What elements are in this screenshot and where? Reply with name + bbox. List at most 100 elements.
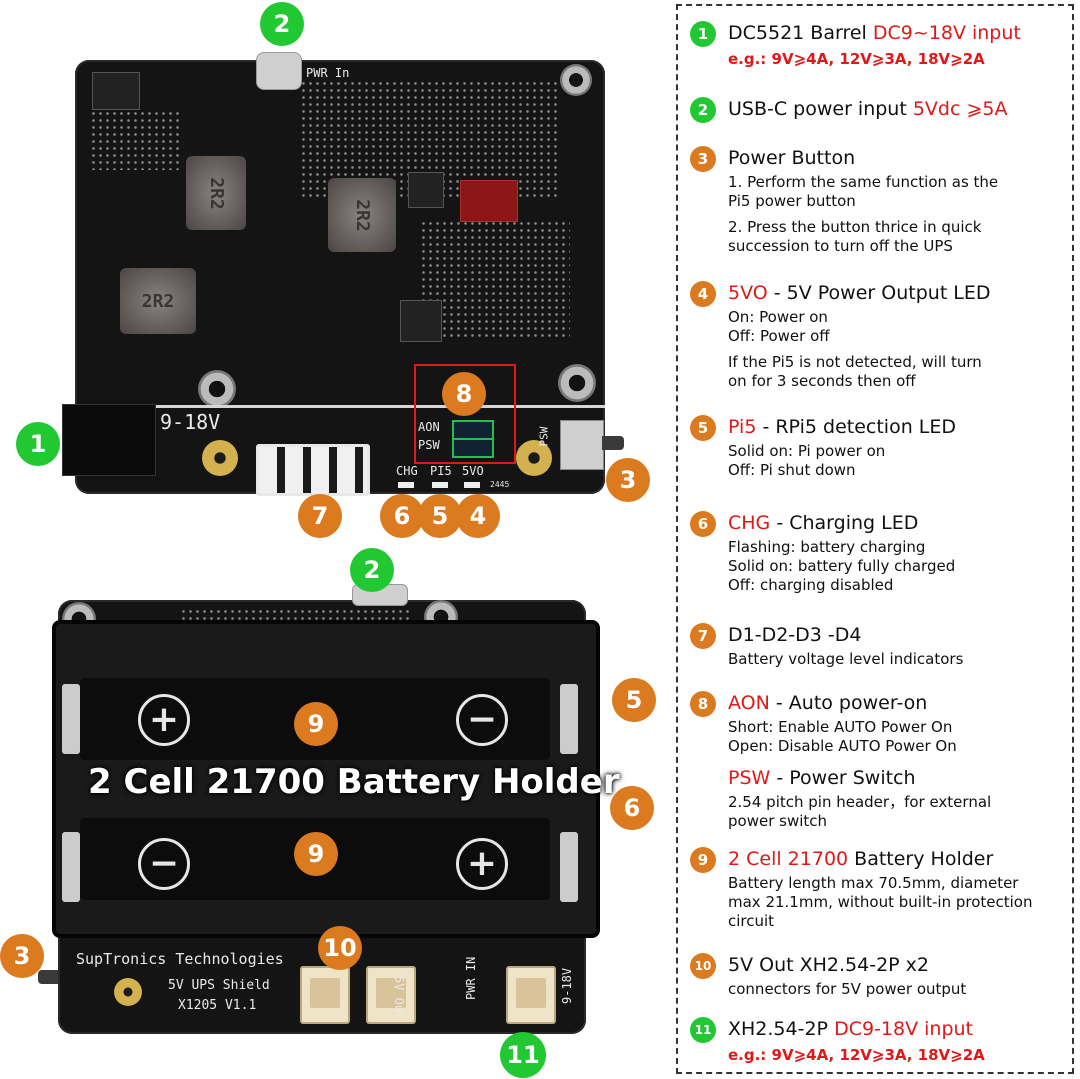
chg-silk: CHG xyxy=(396,464,418,478)
callout-3: 3 xyxy=(606,458,650,502)
callout-11: 11 xyxy=(500,1032,546,1078)
legend-item-7: 7 D1-D2-D3 -D4 Battery voltage level ind… xyxy=(690,620,1075,669)
callout-3-bottom: 3 xyxy=(0,934,44,978)
legend-item-4: 4 5VO - 5V Power Output LED On: Power on… xyxy=(690,278,1075,391)
model-silk: 5V UPS Shield xyxy=(168,978,270,993)
legend-title: AON - Auto power-on xyxy=(728,688,1075,718)
legend-line: circuit xyxy=(728,912,775,930)
callout-9-top: 9 xyxy=(294,702,338,746)
title-text: XH2.54-2P xyxy=(728,1018,835,1040)
legend-num: 9 xyxy=(690,847,716,873)
via-pattern xyxy=(420,220,570,340)
title-highlight: CHG xyxy=(728,512,771,534)
board-edge-strip xyxy=(75,405,605,408)
inductor-label: 2R2 xyxy=(141,290,175,312)
title-text: USB-C power input xyxy=(728,98,913,120)
5v-out-connector-2 xyxy=(366,966,416,1024)
mounting-hole xyxy=(198,370,236,408)
legend-panel xyxy=(676,4,1074,1074)
callout-6: 6 xyxy=(380,494,424,538)
legend-title: USB-C power input 5Vdc ⩾5A xyxy=(728,94,1075,124)
callout-9-bottom: 9 xyxy=(294,832,338,876)
legend-title: Power Button xyxy=(728,147,856,169)
power-button-body xyxy=(560,420,604,470)
5vo-silk: 5VO xyxy=(462,464,484,478)
legend-line: If the Pi5 is not detected, will turn xyxy=(728,353,982,371)
title-text: - Charging LED xyxy=(770,512,919,534)
legend-line: Flashing: battery charging xyxy=(728,538,926,556)
ic-chip xyxy=(400,300,442,342)
inductor-label: 2R2 xyxy=(205,176,227,210)
plus-symbol: + xyxy=(466,843,498,884)
gold-pad xyxy=(516,440,552,476)
plus-symbol: + xyxy=(148,699,180,740)
dc-range-silk: 9-18V xyxy=(160,410,221,434)
legend-line: On: Power on xyxy=(728,308,828,326)
pwr-in-silk: PWR IN xyxy=(464,956,478,1000)
dc-input-connector xyxy=(506,966,556,1024)
legend-item-6: 6 CHG - Charging LED Flashing: battery c… xyxy=(690,508,1075,595)
callout-5: 5 xyxy=(418,494,462,538)
callout-7: 7 xyxy=(298,494,342,538)
5v-out-silk: 5V Out xyxy=(392,976,406,1020)
title-text: Battery Holder xyxy=(848,848,994,870)
legend-line: max 21.1mm, without built-in protection xyxy=(728,893,1033,911)
legend-line: Off: Pi shut down xyxy=(728,461,856,479)
callout-4: 4 xyxy=(456,494,500,538)
battery-contact xyxy=(560,684,578,754)
title-highlight: Pi5 xyxy=(728,416,757,438)
gold-pad xyxy=(202,440,238,476)
callout-2: 2 xyxy=(260,2,304,46)
aon-silk: AON xyxy=(418,420,440,434)
via-pattern xyxy=(90,110,180,170)
legend-num: 1 xyxy=(690,21,716,47)
legend-line: Battery length max 70.5mm, diameter xyxy=(728,874,1019,892)
power-button-cap xyxy=(38,970,58,984)
legend-num: 11 xyxy=(690,1017,716,1043)
legend-line: Solid on: Pi power on xyxy=(728,442,886,460)
legend-item-2: 2 USB-C power input 5Vdc ⩾5A xyxy=(690,94,1075,124)
plus-terminal-icon: + xyxy=(138,694,190,746)
inductor: 2R2 xyxy=(120,268,196,334)
legend-num: 4 xyxy=(690,281,716,307)
battery-contact xyxy=(560,832,578,902)
mounting-hole xyxy=(560,64,592,96)
usb-c-port xyxy=(256,52,302,90)
plus-terminal-icon: + xyxy=(456,838,508,890)
legend-line: Pi5 power button xyxy=(728,192,856,210)
title-highlight: AON xyxy=(728,692,770,714)
legend-title: DC5521 Barrel DC9~18V input xyxy=(728,18,1075,48)
power-button-cap xyxy=(602,436,624,450)
title-text: DC5521 Barrel xyxy=(728,22,873,44)
legend-line: 2. Press the button thrice in quick xyxy=(728,218,982,236)
battery-holder-title: 2 Cell 21700 Battery Holder xyxy=(88,762,620,802)
battery-level-leds xyxy=(256,444,370,496)
title-highlight: 5Vdc ⩾5A xyxy=(912,98,1008,120)
pi5-silk: PI5 xyxy=(430,464,452,478)
legend-num: 5 xyxy=(690,415,716,441)
title-highlight: 2 Cell 21700 xyxy=(728,848,849,870)
5vo-led xyxy=(464,482,480,488)
board-photos: 2R2 2R2 2R2 PWR In 9-18V AON PSW CHG PI5… xyxy=(0,2,656,1078)
legend-num: 3 xyxy=(690,146,716,172)
minus-terminal-icon: − xyxy=(456,694,508,746)
psw-side-silk: PSW xyxy=(537,426,551,447)
legend-sub: e.g.: 9V⩾4A, 12V⩾3A, 18V⩾2A xyxy=(728,50,985,68)
legend-item-11: 11 XH2.54-2P DC9-18V input e.g.: 9V⩾4A, … xyxy=(690,1014,1075,1066)
legend-item-3: 3 Power Button 1. Perform the same funct… xyxy=(690,143,1075,256)
inductor: 2R2 xyxy=(186,156,246,230)
callout-2-bottom: 2 xyxy=(350,548,394,592)
legend-line: 1. Perform the same function as the xyxy=(728,173,999,191)
callout-5-bottom: 5 xyxy=(612,678,656,722)
legend-item-10: 10 5V Out XH2.54-2P x2 connectors for 5V… xyxy=(690,950,1075,999)
range-silk: 9-18V xyxy=(560,967,574,1004)
callout-10: 10 xyxy=(318,926,362,970)
minus-symbol: − xyxy=(466,699,498,740)
legend-line: Solid on: battery fully charged xyxy=(728,557,956,575)
battery-contact xyxy=(62,684,80,754)
legend-num: 2 xyxy=(690,97,716,123)
legend-line: Off: Power off xyxy=(728,327,830,345)
inductor-label: 2R2 xyxy=(351,198,373,232)
legend-title: 2 Cell 21700 Battery Holder xyxy=(728,844,1075,874)
title-highlight: DC9-18V input xyxy=(834,1018,973,1040)
